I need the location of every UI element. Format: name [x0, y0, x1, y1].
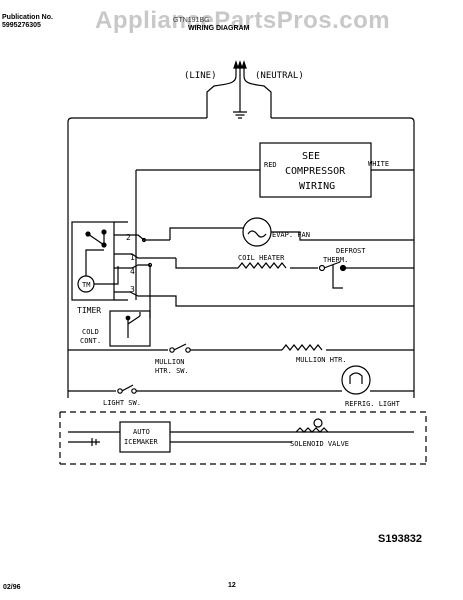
- mullion-sw-label-2: HTR. SW.: [155, 367, 189, 375]
- terminal-2-label: 2: [126, 233, 131, 242]
- icemaker-label-2: ICEMAKER: [124, 438, 159, 446]
- timer-terminals: [114, 234, 414, 307]
- coil-heater-label: COIL HEATER: [238, 254, 285, 262]
- line-label: (LINE): [184, 71, 217, 81]
- icemaker-section: [59, 411, 427, 465]
- refrig-light-label: REFRIG. LIGHT: [345, 400, 401, 408]
- page-title: WIRING DIAGRAM: [188, 25, 250, 32]
- watermark: AppliancePartsPros.com: [95, 7, 391, 34]
- coil-heater-row: [175, 258, 414, 289]
- main-rails: [67, 117, 415, 398]
- terminal-3-label: 3: [130, 285, 135, 294]
- mullion-sw-label-1: MULLION: [155, 358, 185, 366]
- timer-motor-label: TM: [82, 281, 90, 289]
- icemaker-label-1: AUTO: [133, 428, 150, 436]
- light-row: [68, 365, 414, 395]
- evap-fan-label: EVAP. FAN: [272, 231, 310, 239]
- mullion-row: [68, 343, 414, 353]
- compressor-red-label: RED: [264, 161, 277, 169]
- timer-box: [71, 221, 128, 301]
- page-number: 12: [228, 582, 236, 589]
- icemaker-wiring: [68, 418, 414, 453]
- compressor-text-3: WIRING: [299, 181, 335, 192]
- mullion-htr-label: MULLION HTR.: [296, 356, 347, 364]
- power-plug: [206, 60, 272, 119]
- cold-cont-label-1: COLD: [82, 328, 99, 336]
- diagram-id: S193832: [378, 533, 423, 545]
- publication-number: 5995276305: [2, 22, 41, 29]
- light-sw-label: LIGHT SW.: [103, 399, 141, 407]
- cold-cont-label-2: CONT.: [80, 337, 101, 345]
- compressor-text-1: SEE: [302, 151, 320, 162]
- date-code: 02/96: [3, 584, 21, 591]
- evap-fan: [169, 217, 414, 247]
- terminal-1-label: 1: [130, 253, 135, 262]
- terminal-4-label: 4: [130, 267, 135, 276]
- defrost-therm-label-1: DEFROST: [336, 247, 366, 255]
- neutral-label: (NEUTRAL): [255, 71, 304, 81]
- timer-label: TIMER: [77, 306, 101, 315]
- compressor-white-label: WHITE: [368, 160, 389, 168]
- defrost-therm-label-2: THERM.: [323, 256, 348, 264]
- publication-label: Publication No.: [2, 14, 53, 21]
- model-code: GTN191BG: [173, 17, 210, 24]
- cold-control: [109, 265, 151, 347]
- compressor-text-2: COMPRESSOR: [285, 166, 346, 177]
- refrig-light-bulb: [341, 365, 371, 395]
- solenoid-valve-label: SOLENOID VALVE: [290, 440, 349, 448]
